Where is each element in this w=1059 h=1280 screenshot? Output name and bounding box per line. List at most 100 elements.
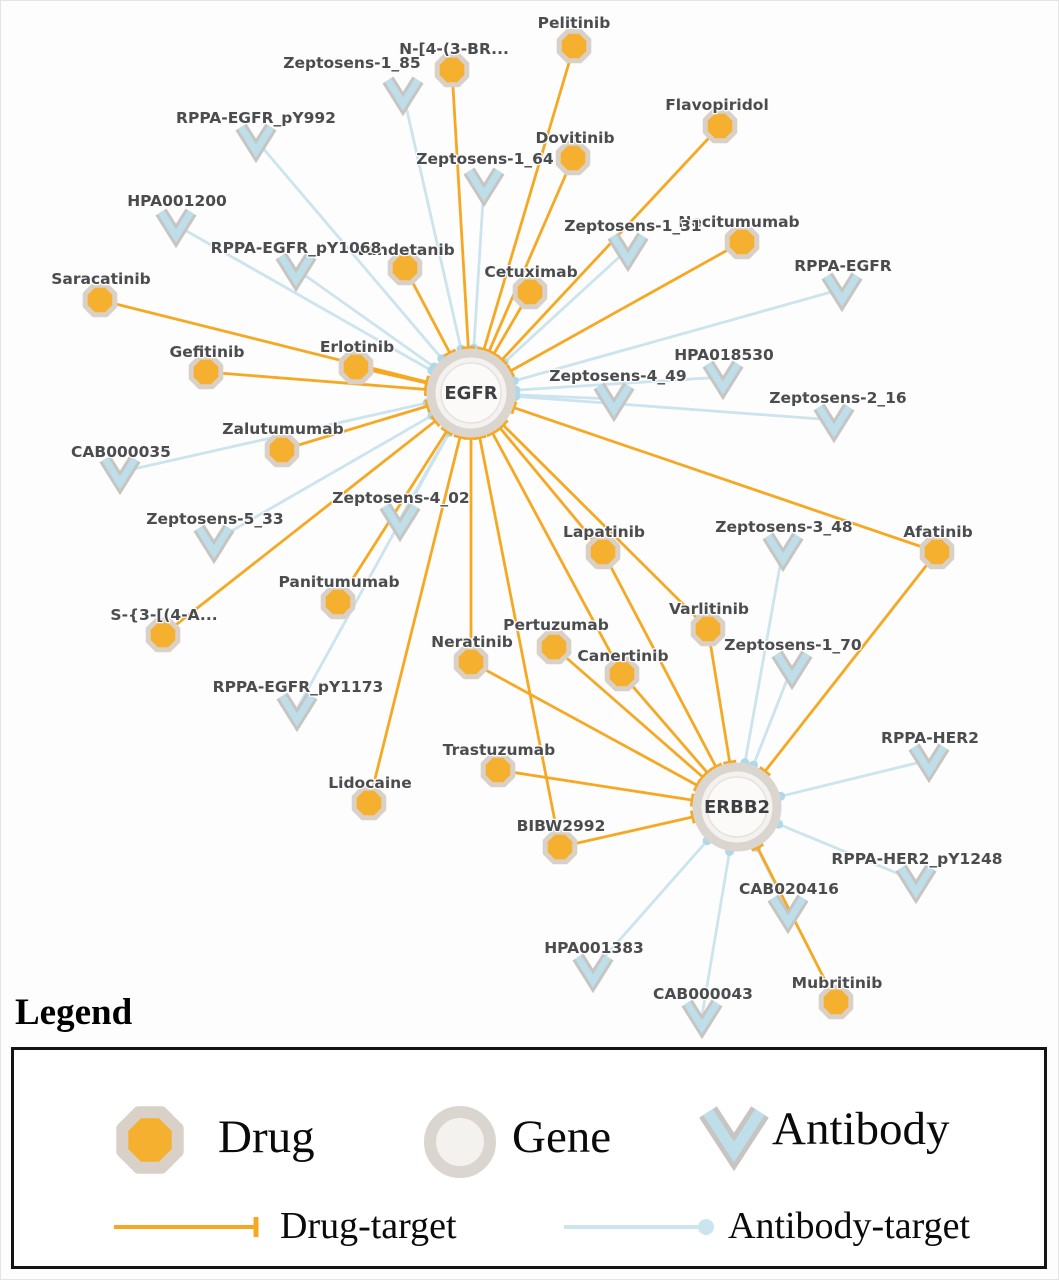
drug-target-edge-afatinib xyxy=(513,406,938,554)
legend-label-antibody: Antibody xyxy=(772,1103,950,1155)
drug-octagon xyxy=(585,534,621,570)
gene-label: ERBB2 xyxy=(704,797,770,818)
drug-node-s-3-4-a[interactable] xyxy=(145,617,181,653)
antibody-node-zeptosens-1-85[interactable] xyxy=(382,76,424,117)
drug-node-bibw2992[interactable] xyxy=(542,829,578,865)
drug-node-vandetanib[interactable] xyxy=(387,250,423,286)
drug-node-cetuximab[interactable] xyxy=(512,274,548,310)
drug-node-flavopiridol[interactable] xyxy=(702,108,738,144)
drug-node-pertuzumab[interactable] xyxy=(536,629,572,665)
antibody-label: Zeptosens-1_70 xyxy=(724,636,862,654)
inhibit-tee xyxy=(750,842,764,852)
antibody-target-edge-zeptosens-3-48 xyxy=(743,548,785,763)
drug-node-canertinib[interactable] xyxy=(604,656,640,692)
inhibit-tee xyxy=(430,414,442,428)
antibody-label: Zeptosens-3_48 xyxy=(715,518,852,536)
gene-node-egfr[interactable]: EGFR xyxy=(426,348,516,438)
drug-target-edge-bibw2992 xyxy=(559,815,694,849)
legend-label-drug-target: Drug-target xyxy=(280,1205,457,1247)
drug-label: Gefitinib xyxy=(170,343,245,361)
drug-label: Varlitinib xyxy=(669,600,749,618)
drug-node-trastuzumab[interactable] xyxy=(480,752,516,788)
antibody-chevron xyxy=(102,457,138,490)
inhibit-tee xyxy=(723,759,737,766)
antibody-target-edge-zeptosens-1-70 xyxy=(752,666,794,766)
drug-target-edge-trastuzumab xyxy=(497,768,693,802)
antibody-node-rppa-egfr-py992[interactable] xyxy=(235,123,277,164)
drug-target-edge-canertinib xyxy=(620,673,709,774)
drug-node-dovitinib[interactable] xyxy=(555,140,591,176)
drug-octagon xyxy=(480,752,516,788)
drug-node-mubritinib[interactable] xyxy=(818,984,854,1020)
antibody-node-hpa001200[interactable] xyxy=(155,208,197,249)
antibody-node-rppa-her2-py1248[interactable] xyxy=(895,864,937,905)
edge-endpoint-dot xyxy=(698,1219,714,1235)
drug-node-lidocaine[interactable] xyxy=(351,785,387,821)
drug-node-zalutumumab[interactable] xyxy=(264,432,300,468)
drug-node-varlitinib[interactable] xyxy=(690,611,726,647)
drug-node-lapatinib[interactable] xyxy=(585,534,621,570)
antibody-label: RPPA-EGFR_pY1068 xyxy=(211,239,382,257)
antibody-chevron xyxy=(684,1001,720,1034)
legend-box: Drug Gene Antibody Drug-target Antibody-… xyxy=(11,1047,1047,1269)
inhibit-tee xyxy=(453,433,467,440)
drug-label: Dovitinib xyxy=(535,129,614,147)
drug-target-edge-lapatinib xyxy=(601,551,718,768)
antibody-label: HPA001383 xyxy=(544,939,644,957)
antibody-node-rppa-her2[interactable] xyxy=(908,743,950,784)
antibody-target-edge-icon xyxy=(564,1219,714,1235)
antibody-node-hpa018530[interactable] xyxy=(702,360,744,401)
antibody-node-zeptosens-3-48[interactable] xyxy=(762,532,804,573)
antibody-label: Zeptosens-1_64 xyxy=(416,150,554,168)
inhibit-tee xyxy=(487,349,501,359)
antibody-label: Zeptosens-1_85 xyxy=(283,54,420,72)
antibody-target-edge-rppa-egfr-py1068 xyxy=(295,267,436,369)
drug-node-saracatinib[interactable] xyxy=(82,282,118,318)
drug-node-afatinib[interactable] xyxy=(919,534,955,570)
antibody-target-edge-hpa001200 xyxy=(175,223,433,372)
drug-octagon xyxy=(320,584,356,620)
drug-node-necitumumab[interactable] xyxy=(724,224,760,260)
antibody-label: Zeptosens-4_49 xyxy=(549,367,686,385)
antibody-node-cab000043[interactable] xyxy=(681,999,723,1040)
antibody-node-zeptosens-4-02[interactable] xyxy=(379,502,421,543)
inhibit-tee xyxy=(440,425,454,436)
antibody-node-hpa001383[interactable] xyxy=(572,953,614,994)
inhibit-tee xyxy=(443,348,457,358)
drug-octagon xyxy=(542,829,578,865)
drug-node-erlotinib[interactable] xyxy=(338,349,374,385)
drug-octagon xyxy=(387,250,423,286)
drug-node-pelitinib[interactable] xyxy=(556,28,592,64)
antibody-node-zeptosens-1-64[interactable] xyxy=(463,167,505,208)
drug-label: N-[4-(3-BR... xyxy=(399,40,509,58)
drug-node-gefitinib[interactable] xyxy=(188,354,224,390)
antibody-label: RPPA-EGFR_pY992 xyxy=(176,109,336,127)
antibody-node-zeptosens-1-31[interactable] xyxy=(607,232,649,273)
inhibit-tee xyxy=(505,364,516,378)
antibody-label: Zeptosens-2_16 xyxy=(769,389,906,407)
antibody-chevron xyxy=(610,234,646,267)
gene-node-erbb2[interactable]: ERBB2 xyxy=(692,762,782,852)
drug-node-neratinib[interactable] xyxy=(453,644,489,680)
drug-target-edge-gefitinib xyxy=(205,370,427,391)
antibody-node-cab020416[interactable] xyxy=(767,894,809,935)
inhibit-tee xyxy=(497,418,509,431)
antibody-label: Zeptosens-1_31 xyxy=(564,217,701,235)
antibody-node-rppa-egfr[interactable] xyxy=(821,272,863,313)
network-graph: EGFRERBB2PelitinibN-[4-(3-BR...Dovitinib… xyxy=(50,13,1004,1040)
antibody-node-rppa-egfr-py1173[interactable] xyxy=(276,692,318,733)
drug-octagon xyxy=(604,656,640,692)
antibody-node-cab000035[interactable] xyxy=(99,455,141,496)
antibody-node-rppa-egfr-py1068[interactable] xyxy=(275,252,317,293)
antibody-node-zeptosens-4-49[interactable] xyxy=(593,382,635,423)
antibody-label: CAB000043 xyxy=(653,985,753,1003)
drug-node-panitumumab[interactable] xyxy=(320,584,356,620)
drug-octagon xyxy=(702,108,738,144)
drug-octagon xyxy=(116,1106,184,1174)
antibody-chevron xyxy=(770,896,806,929)
antibody-node-zeptosens-2-16[interactable] xyxy=(813,403,855,444)
drug-target-edge-canertinib xyxy=(491,431,624,675)
drug-node-n-4-3-br[interactable] xyxy=(434,52,470,88)
antibody-node-zeptosens-1-70[interactable] xyxy=(771,650,813,691)
antibody-node-zeptosens-5-33[interactable] xyxy=(193,524,235,565)
